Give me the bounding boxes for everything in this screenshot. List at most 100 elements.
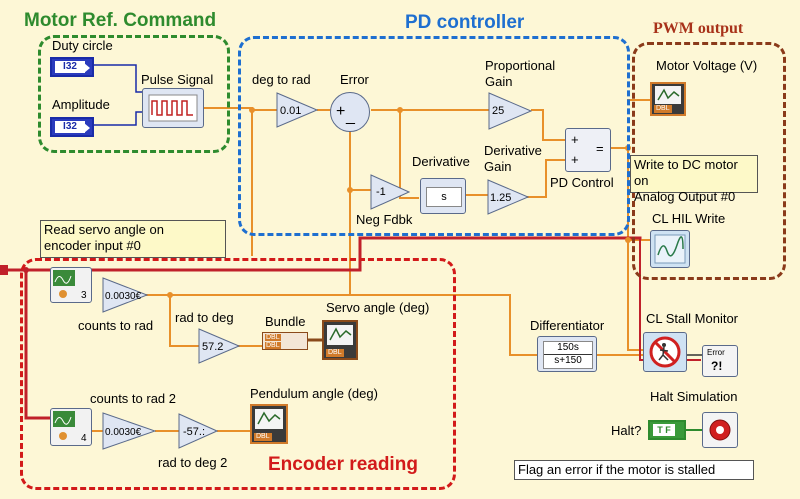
deg-to-rad-gain[interactable] bbox=[276, 92, 318, 128]
encoder-channel-1: 4 bbox=[81, 433, 87, 444]
counts-to-rad-value: 0.0030€ bbox=[105, 291, 142, 302]
neg-fdbk-gain[interactable] bbox=[370, 174, 410, 210]
amplitude-label: Amplitude bbox=[52, 97, 110, 112]
error-handler-icon: ?! bbox=[711, 359, 723, 373]
scope-icon bbox=[255, 409, 283, 429]
pd-controller-title: PD controller bbox=[405, 12, 525, 33]
counts-to-rad-2-gain[interactable] bbox=[102, 412, 156, 450]
neg-fdbk-value: -1 bbox=[376, 186, 386, 198]
halt-control[interactable]: T F bbox=[648, 420, 686, 440]
derivative-gain-value: 1.25 bbox=[490, 192, 512, 204]
proportional-gain[interactable] bbox=[488, 92, 532, 130]
write-dc-comment: Write to DC motor on Analog Output #0 bbox=[630, 155, 758, 204]
motor-voltage-label: Motor Voltage (V) bbox=[656, 58, 758, 73]
amplitude-type: I32 bbox=[55, 121, 85, 133]
counts-to-rad-label: counts to rad bbox=[78, 318, 154, 333]
diff-numerator: 150s bbox=[544, 342, 592, 355]
wire-err-deriv bbox=[399, 109, 419, 199]
cl-hil-write-label: CL HIL Write bbox=[652, 211, 726, 226]
wire-amplitude bbox=[93, 111, 143, 126]
motor-voltage-indicator[interactable]: DBL bbox=[650, 82, 686, 116]
wire-pd-out bbox=[611, 147, 644, 351]
motor-voltage-type: DBL bbox=[654, 105, 672, 113]
pd-control-sum[interactable]: + + = bbox=[565, 128, 611, 172]
rad-to-deg-value: 57.2 bbox=[202, 341, 224, 353]
wire-error-cluster bbox=[0, 236, 642, 272]
error-handler-text: Error bbox=[707, 348, 725, 357]
stop-icon bbox=[709, 419, 731, 441]
error-sum-block[interactable]: + _ bbox=[330, 92, 370, 132]
derivative-block[interactable]: s bbox=[420, 178, 466, 214]
wire-dgain-out bbox=[527, 159, 566, 198]
halt-question-label: Halt? bbox=[611, 423, 642, 438]
error-label: Error bbox=[340, 72, 369, 87]
pd-control-label: PD Control bbox=[550, 175, 614, 190]
pulse-signal-block[interactable] bbox=[142, 88, 204, 128]
error-minus: _ bbox=[346, 108, 355, 125]
encoder-channel-0: 3 bbox=[81, 290, 87, 301]
pulse-wave-icon bbox=[148, 94, 198, 122]
derivative-gain[interactable] bbox=[487, 179, 529, 215]
encoder-read-block-2[interactable]: 4 bbox=[50, 408, 92, 446]
encoder-icon bbox=[53, 411, 75, 440]
encoder-frame bbox=[20, 258, 456, 490]
pulse-signal-label: Pulse Signal bbox=[141, 72, 214, 87]
duty-type: I32 bbox=[55, 61, 85, 73]
rad-to-deg-2-gain[interactable] bbox=[178, 413, 218, 449]
rad-to-deg-gain[interactable] bbox=[198, 328, 240, 364]
encoder-read-block-1[interactable]: 3 bbox=[50, 267, 92, 303]
neg-fdbk-label: Neg Fdbk bbox=[356, 212, 413, 227]
wire-error-cluster-2 bbox=[24, 268, 52, 420]
hil-wave-icon bbox=[654, 234, 686, 264]
bundle-block[interactable]: DBL DBL bbox=[262, 332, 308, 350]
cl-stall-label: CL Stall Monitor bbox=[646, 311, 738, 326]
read-servo-comment: Read servo angle on encoder input #0 bbox=[40, 220, 226, 258]
wire-prop-out bbox=[531, 109, 566, 141]
cl-stall-block[interactable] bbox=[643, 332, 687, 372]
wire-to-raddeg bbox=[169, 294, 201, 347]
halt-tf: T F bbox=[653, 424, 675, 436]
cl-hil-write-block[interactable] bbox=[650, 230, 690, 268]
diff-denominator: s+150 bbox=[554, 355, 582, 366]
flag-error-comment: Flag an error if the motor is stalled bbox=[514, 460, 754, 480]
deg-to-rad-value: 0.01 bbox=[280, 105, 302, 117]
counts-to-rad-2-label: counts to rad 2 bbox=[90, 391, 176, 406]
write-dc-line-2: Analog Output #0 bbox=[634, 189, 736, 204]
bundle-in-1: DBL bbox=[265, 334, 281, 341]
bundle-in-2: DBL bbox=[265, 342, 281, 349]
prop-gain-label-2: Gain bbox=[485, 74, 513, 89]
scope-icon bbox=[327, 325, 353, 345]
servo-angle-indicator[interactable]: DBL bbox=[322, 320, 358, 360]
differentiator-block[interactable]: 150s s+150 bbox=[537, 336, 597, 372]
motor-ref-frame bbox=[38, 35, 230, 153]
differentiator-label: Differentiator bbox=[530, 318, 605, 333]
deriv-gain-label-2: Gain bbox=[484, 159, 512, 174]
error-plus: + bbox=[336, 103, 346, 120]
counts-to-rad-2-value: 0.0030€ bbox=[105, 427, 142, 438]
proportional-gain-value: 25 bbox=[492, 105, 505, 117]
encoder-reading-title: Encoder reading bbox=[268, 454, 418, 475]
derivative-label: Derivative bbox=[412, 154, 470, 169]
rad-to-deg-label: rad to deg bbox=[175, 310, 234, 325]
duty-constant[interactable]: I32 bbox=[50, 57, 94, 77]
pendulum-angle-type: DBL bbox=[254, 433, 272, 441]
pendulum-angle-label: Pendulum angle (deg) bbox=[250, 386, 378, 401]
duty-circle-label: Duty circle bbox=[52, 38, 113, 53]
prop-gain-label-1: Proportional bbox=[485, 58, 556, 73]
amplitude-constant[interactable]: I32 bbox=[50, 117, 94, 137]
halt-simulation-block[interactable] bbox=[702, 412, 738, 448]
derivative-tf: s bbox=[426, 187, 462, 207]
bundle-label: Bundle bbox=[265, 314, 306, 329]
pd-controller-frame bbox=[238, 36, 630, 236]
rad-to-deg-2-label: rad to deg 2 bbox=[158, 455, 228, 470]
rad-to-deg-2-value: -57.: bbox=[183, 426, 206, 438]
servo-angle-label: Servo angle (deg) bbox=[326, 300, 430, 315]
error-handler-block[interactable]: Error ?! bbox=[702, 345, 738, 377]
wire-duty bbox=[93, 64, 143, 93]
pendulum-angle-indicator[interactable]: DBL bbox=[250, 404, 288, 444]
write-dc-line-1: Write to DC motor on bbox=[634, 157, 738, 188]
scope-icon bbox=[655, 86, 681, 104]
deg-to-rad-label: deg to rad bbox=[252, 72, 311, 87]
counts-to-rad-gain[interactable] bbox=[102, 277, 148, 313]
